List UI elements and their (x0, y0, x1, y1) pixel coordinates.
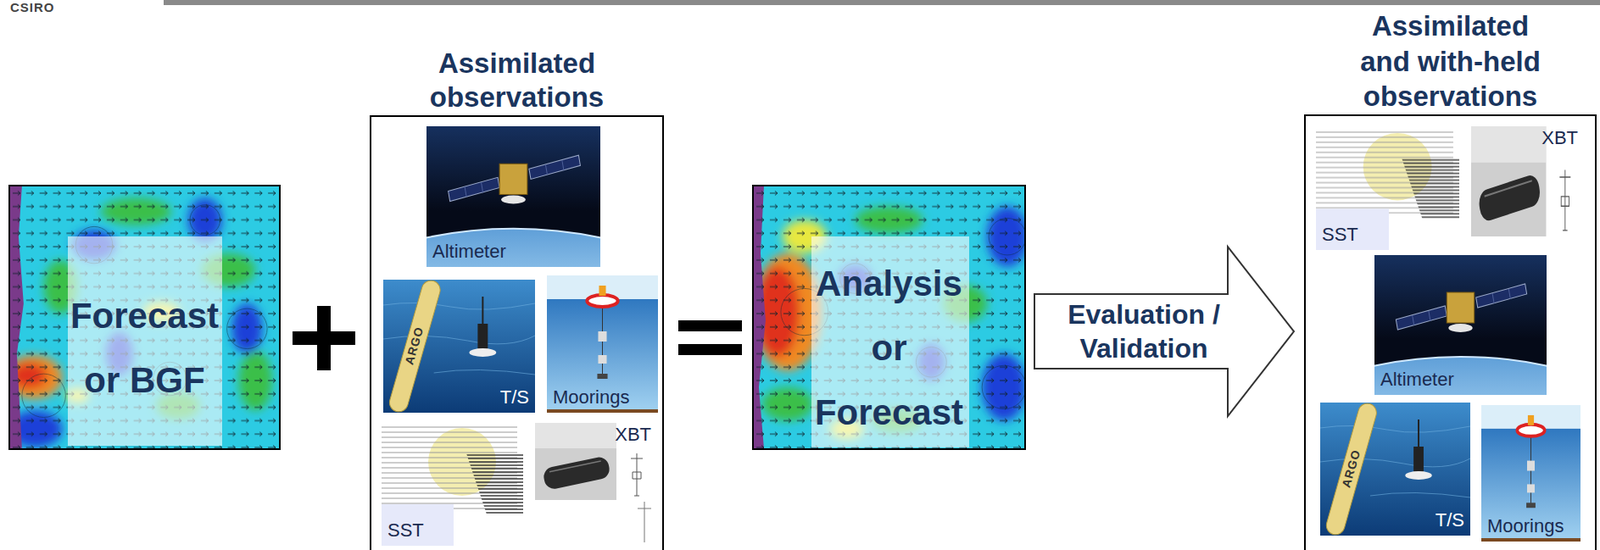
float-marking: ARGO (402, 325, 426, 367)
argo-image: T/S (1320, 402, 1471, 536)
mooring-image: Moorings (1481, 405, 1581, 542)
map-title: Forecast or BGF (70, 284, 219, 413)
panel-heading: Assimilated and with-held observations (1349, 8, 1553, 114)
xbt-image: XBT (1471, 126, 1584, 237)
altimeter-image: Altimeter (1374, 255, 1547, 396)
logo-text: CSIRO (10, 0, 56, 16)
sst-image: SST (381, 419, 524, 547)
logo-text-wrap: CSIRO (10, 0, 56, 16)
map-title: Analysis or Forecast (814, 251, 964, 446)
float-marking-wrap: ARGO (402, 325, 426, 367)
float-marking: ARGO (1339, 448, 1363, 490)
sst-image: SST (1315, 124, 1460, 251)
image-label: Moorings (1487, 516, 1564, 537)
analysis-map-box: Analysis or Forecast (752, 184, 1026, 451)
altimeter-image: Altimeter (426, 126, 601, 268)
image-label: XBT (1541, 128, 1578, 149)
float-marking-wrap: ARGO (1339, 448, 1363, 490)
image-label: SST (1321, 224, 1359, 246)
block-arrow (1034, 246, 1294, 417)
edge-label: Evaluation / Validation (1059, 297, 1229, 366)
edge-label-wrap: Evaluation / Validation (1059, 297, 1229, 366)
image-label: XBT (614, 424, 652, 446)
mooring-image: Moorings (546, 275, 658, 413)
image-label: Moorings (552, 387, 630, 408)
argo-image: T/S (383, 279, 536, 413)
image-label: Altimeter (432, 241, 507, 263)
xbt-image: XBT (535, 423, 658, 501)
image-label: T/S (1435, 510, 1465, 531)
image-label: Altimeter (1380, 369, 1455, 391)
image-label: T/S (500, 387, 530, 408)
image-label: SST (387, 520, 424, 541)
panel-heading: Assimilated observations (415, 46, 619, 116)
forecast-map-box: Forecast or BGF (8, 184, 281, 451)
